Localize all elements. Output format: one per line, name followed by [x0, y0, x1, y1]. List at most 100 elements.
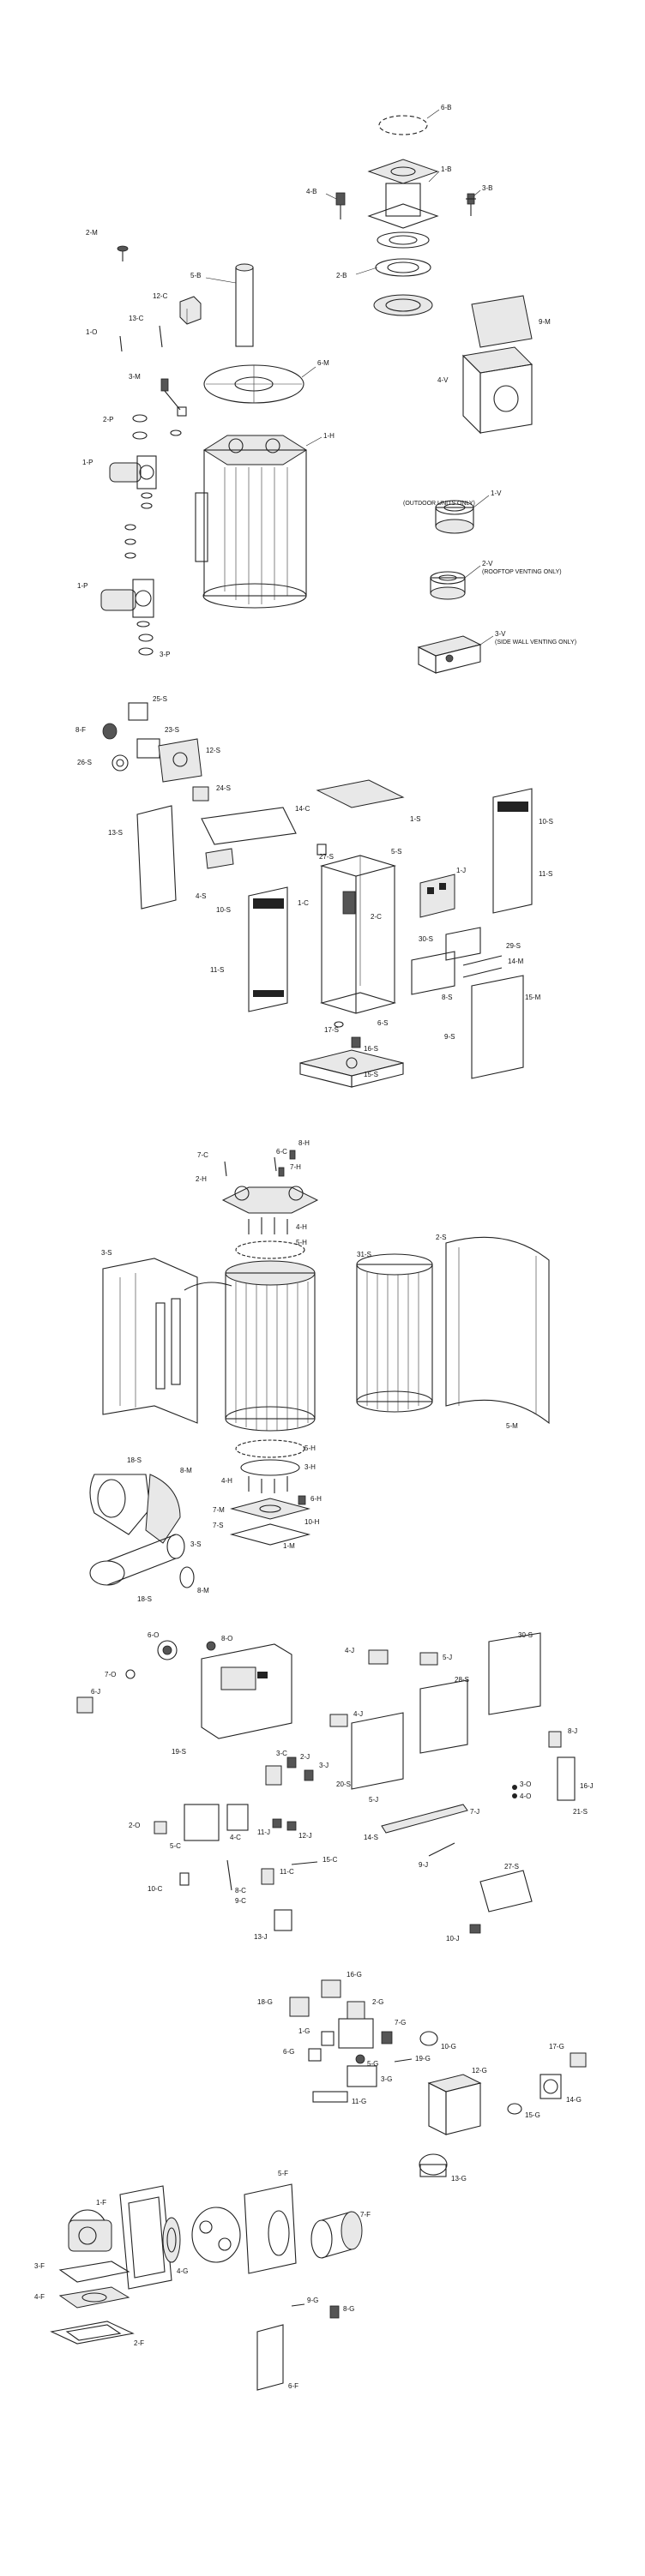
label-11-j: 11-J	[257, 1828, 270, 1836]
label-9-g: 9-G	[307, 2297, 319, 2304]
label-5-g: 5-G	[367, 2060, 379, 2068]
label-13-s: 13-S	[108, 829, 123, 837]
label-7-g: 7-G	[395, 2019, 407, 2027]
part-7-m-plate	[230, 1498, 310, 1520]
part-28-s-cover	[419, 1679, 468, 1754]
label-2-h: 2-H	[196, 1175, 207, 1183]
label-2-c: 2-C	[371, 913, 382, 921]
label-2-f: 2-F	[134, 2339, 144, 2347]
part-3-c-board	[265, 1765, 282, 1786]
label-2-g: 2-G	[372, 1998, 384, 2006]
label-10-s-right: 10-S	[539, 818, 553, 826]
label-1-b: 1-B	[441, 165, 452, 173]
part-2-j-relay	[286, 1756, 297, 1768]
part-1-g-fitting	[321, 2031, 335, 2046]
part-7-c-pin	[224, 1161, 227, 1177]
part-9-m-cover	[471, 295, 533, 348]
part-1-s-top	[316, 779, 405, 808]
label-3-s-bottom: 3-S	[190, 1540, 202, 1548]
label-6-j: 6-J	[91, 1688, 101, 1696]
part-9-j-wire	[428, 1842, 455, 1857]
part-1-h-heat-exchanger	[195, 435, 307, 609]
controls-assembly	[76, 1632, 576, 1934]
part-31-s-insulation	[356, 1253, 433, 1413]
part-5-b-pipe	[235, 263, 254, 347]
part-3-m-bracket	[160, 378, 187, 417]
cabinet-assembly	[102, 702, 533, 1088]
part-29-s-strip	[462, 955, 503, 966]
label-9-m: 9-M	[539, 318, 551, 326]
part-19-s-control-panel	[201, 1643, 292, 1739]
part-10-s-right-panel	[492, 788, 533, 914]
label-14-m: 14-M	[508, 958, 524, 965]
part-17-s-grommet	[334, 1021, 344, 1028]
part-12-g-enclosure	[427, 2074, 482, 2135]
label-13-j: 13-J	[254, 1933, 268, 1941]
part-5-h-gasket-top	[235, 1240, 305, 1259]
part-2-f-plate	[50, 2321, 135, 2345]
part-heat-exchanger-tubes	[225, 1260, 316, 1432]
part-6-h-sensor	[298, 1495, 306, 1505]
part-2-g-gas-valve	[338, 2001, 374, 2049]
part-30-s-cover	[488, 1632, 541, 1715]
blower-assembly	[50, 2183, 363, 2391]
label-1-h: 1-H	[323, 432, 335, 440]
label-4-h-top: 4-H	[296, 1223, 307, 1231]
label-24-s: 24-S	[216, 784, 231, 792]
part-1-j-control-board	[419, 874, 455, 918]
part-8-o-knob	[206, 1641, 216, 1651]
part-11-j-relay	[272, 1818, 282, 1828]
part-1-p-pump-lower	[100, 579, 154, 627]
part-3-s-left-shield	[102, 1258, 198, 1424]
label-16-j: 16-J	[580, 1782, 594, 1790]
label-5-b: 5-B	[190, 272, 202, 279]
label-1-p-lower: 1-P	[77, 582, 88, 590]
label-5-j-top: 5-J	[443, 1654, 453, 1661]
label-5-j-lower: 5-J	[369, 1796, 379, 1804]
part-1-b-flue-collar	[367, 159, 439, 229]
label-4-g: 4-G	[177, 2267, 189, 2275]
part-15-c-wire	[291, 1861, 318, 1865]
label-1-g: 1-G	[298, 2027, 310, 2035]
label-12-j: 12-J	[298, 1832, 312, 1840]
label-27-s-controls: 27-S	[504, 1863, 519, 1870]
part-5-h-gasket-bottom	[235, 1439, 305, 1458]
label-7-o: 7-O	[105, 1671, 117, 1678]
label-6-s: 6-S	[377, 1019, 389, 1027]
label-30-s: 30-S	[419, 935, 433, 943]
part-13-c-pin	[159, 325, 163, 348]
part-6-f-panel	[256, 2324, 284, 2391]
part-6-c-pin	[274, 1156, 277, 1172]
label-20-s: 20-S	[336, 1780, 351, 1788]
label-8-m-bottom: 8-M	[197, 1587, 209, 1594]
part-24-s-bracket	[192, 786, 209, 802]
part-11-c-relay	[261, 1868, 274, 1885]
label-8-m-top: 8-M	[180, 1467, 192, 1474]
label-17-g: 17-G	[549, 2043, 564, 2051]
label-19-s: 19-S	[172, 1748, 186, 1756]
label-2-s: 2-S	[436, 1234, 447, 1241]
part-10-j-relay	[469, 1924, 481, 1934]
part-2-b-gaskets	[373, 231, 433, 316]
part-10-c-fuse	[179, 1872, 190, 1886]
part-14-s-rail	[381, 1804, 468, 1834]
label-4-v: 4-V	[437, 376, 449, 384]
part-1-o-pin	[119, 335, 123, 352]
part-16-g-switch	[321, 1979, 341, 1998]
label-7-c: 7-C	[197, 1151, 208, 1159]
part-27-s-board	[479, 1870, 533, 1912]
label-30-s-controls: 30-S	[518, 1631, 533, 1639]
label-28-s: 28-S	[455, 1676, 469, 1684]
label-14-c: 14-C	[295, 805, 310, 813]
label-12-c: 12-C	[153, 292, 168, 300]
label-13-g: 13-G	[451, 2175, 467, 2183]
label-4-o: 4-O	[520, 1792, 532, 1800]
part-8-h-sensor	[289, 1150, 296, 1160]
label-16-g: 16-G	[347, 1971, 362, 1979]
part-2-h-header	[221, 1186, 319, 1214]
part-15-s-base	[299, 1049, 404, 1088]
label-8-f: 8-F	[75, 726, 86, 734]
label-2-m: 2-M	[86, 229, 98, 237]
note-outdoor-units: (OUTDOOR UNITS ONLY)	[403, 501, 475, 507]
part-3-b-switch	[466, 193, 476, 216]
